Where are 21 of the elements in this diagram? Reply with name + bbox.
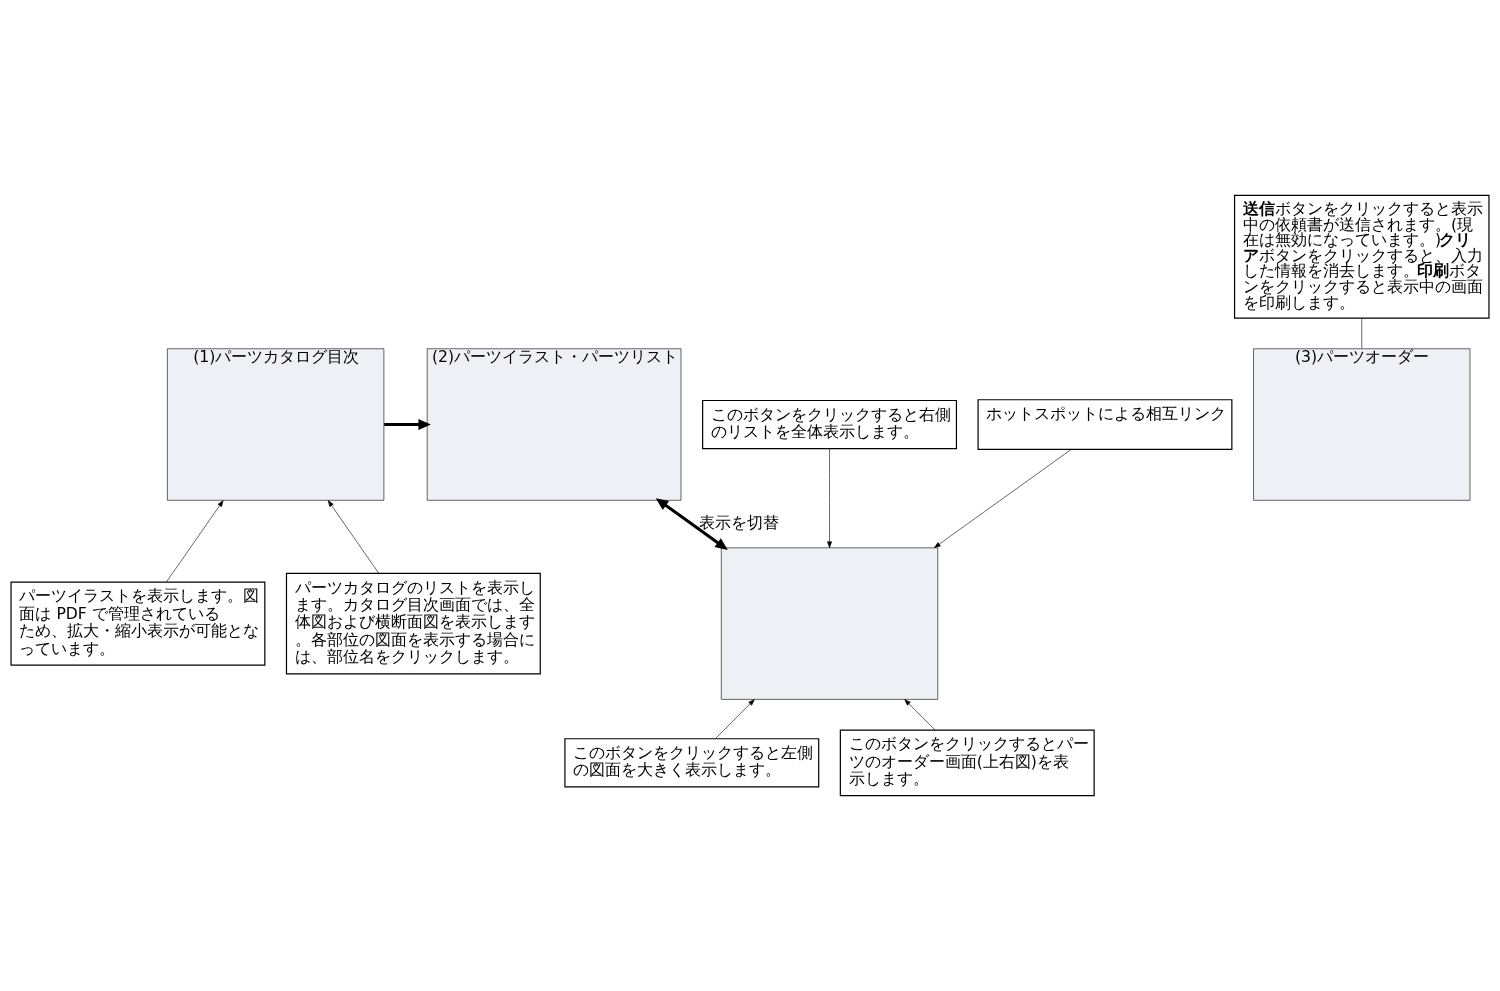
arrow <box>827 448 832 549</box>
node-box: 送信ボタンをクリックすると表示中の依頼書が送信されます。(現在は無効になっています。)クリアボタンをクリックすると、入力した情報を消去します。印刷ボタンをクリックすると表示中の画面を印刷します。 <box>1233 194 1490 319</box>
node-box: (2)パーツイラスト・パーツリスト <box>426 348 682 501</box>
arrow <box>934 449 1072 548</box>
node-box: (3)パーツオーダー <box>1253 348 1471 501</box>
arrow <box>715 699 755 739</box>
node-box: このボタンをクリックすると左側の図面を大きく表示します。 <box>564 738 820 788</box>
arrow <box>327 500 380 574</box>
node-box: このボタンをクリックすると右側のリストを全体表示します。 <box>702 399 958 450</box>
node-box: このボタンをクリックするとパーツのオーダー画面(上右図)を表示します。 <box>839 729 1095 797</box>
arrow <box>166 500 224 583</box>
node-box <box>721 547 939 700</box>
node-box: ホットスポットによる相互リンク <box>977 399 1233 450</box>
edge-label: 表示を切替 <box>699 512 780 532</box>
node-box: パーツイラストを表示します。図面は PDF で管理されているため、拡大・縮小表示が可能となっています。 <box>10 581 266 666</box>
node-box: パーツカタログのリストを表示します。カタログ目次画面では、全体図および横断面図を表示します。各部位の図面を表示する場合には、部位名をクリックします。 <box>285 572 541 675</box>
arrow <box>904 699 936 731</box>
arrow <box>384 419 431 430</box>
connector <box>1361 317 1363 349</box>
arrow <box>655 498 728 550</box>
node-box: (1)パーツカタログ目次 <box>167 348 385 501</box>
